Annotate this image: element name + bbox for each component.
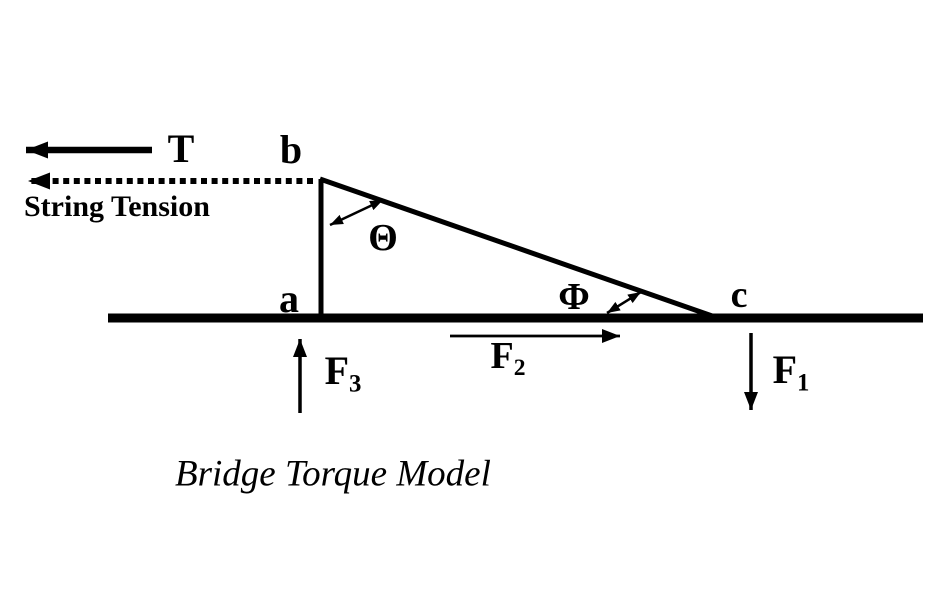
f3-force-label: F3 bbox=[324, 348, 362, 397]
f3-force-symbol: F bbox=[324, 348, 350, 393]
triangle-hypotenuse bbox=[319, 176, 719, 321]
f1-force-symbol: F bbox=[772, 347, 798, 392]
theta-angle-label: Θ bbox=[368, 217, 398, 259]
tension-label: T bbox=[167, 126, 195, 171]
f2-force-subscript: 2 bbox=[513, 355, 526, 382]
phi-angle-label: Φ bbox=[558, 276, 590, 318]
point-b-label: b bbox=[279, 127, 303, 172]
theta-angle-arrow bbox=[329, 198, 384, 227]
f2-force-symbol: F bbox=[490, 335, 514, 377]
f3-force-subscript: 3 bbox=[349, 370, 362, 398]
f2-force-label: F2 bbox=[490, 335, 526, 380]
f1-force-subscript: 1 bbox=[797, 369, 810, 397]
string-tension-label: String Tension bbox=[24, 190, 210, 223]
point-c-label: c bbox=[730, 274, 748, 316]
phi-angle-arrow bbox=[606, 290, 642, 315]
figure-title: Bridge Torque Model bbox=[175, 453, 491, 495]
point-a-label: a bbox=[279, 276, 299, 321]
f1-force-label: F1 bbox=[772, 347, 810, 396]
